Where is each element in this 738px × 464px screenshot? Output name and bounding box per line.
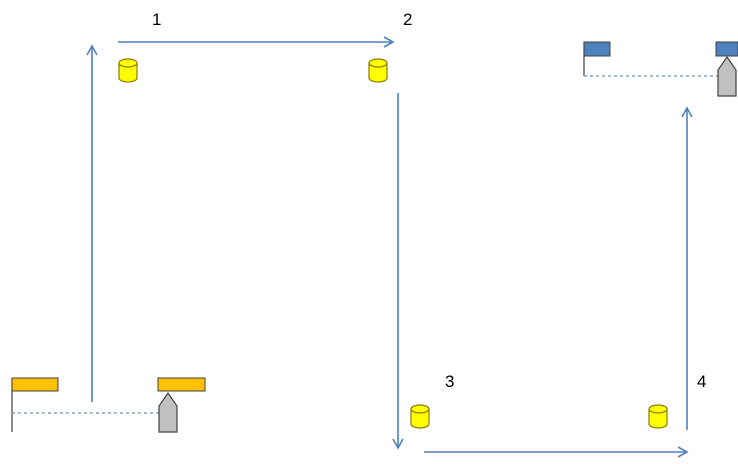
arrows (86, 36, 693, 458)
step-label-4: 4 (697, 372, 706, 391)
end-tool-icon (717, 55, 737, 97)
start-flag-right (157, 377, 206, 392)
end-assembly (583, 41, 738, 97)
start-flag-left (11, 377, 59, 392)
end-flag-left (583, 41, 611, 57)
start-assembly (11, 377, 206, 433)
step-label-3: 3 (445, 372, 454, 391)
cylinder-icon-1 (118, 58, 138, 83)
cylinder-icon-3 (410, 404, 430, 429)
cylinder-icon-4 (648, 404, 668, 429)
step-label-1: 1 (152, 10, 161, 29)
start-tool-icon (158, 391, 178, 433)
end-flag-right (715, 41, 738, 57)
step-label-2: 2 (403, 10, 412, 29)
cylinder-icon-2 (368, 58, 388, 83)
